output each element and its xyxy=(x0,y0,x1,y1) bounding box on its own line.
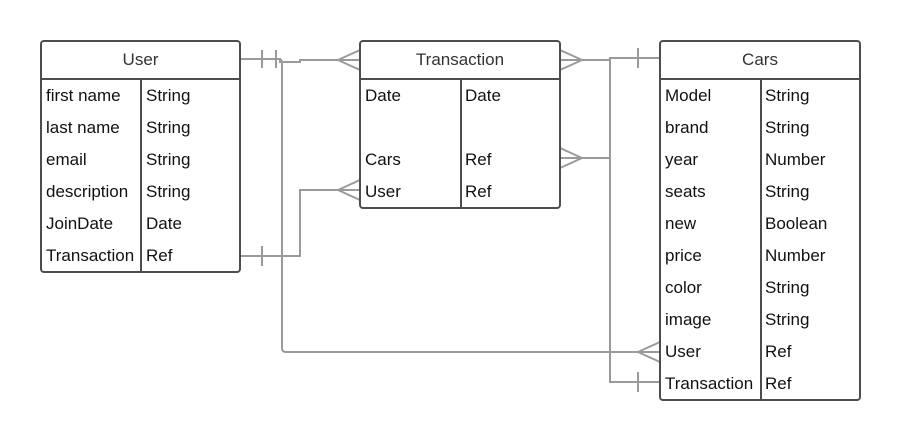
field-type: String xyxy=(765,118,810,137)
entity-transaction[interactable]: Transaction Date Date Cars Ref User Ref xyxy=(359,40,561,209)
field-name: Model xyxy=(665,86,712,105)
connector-transaction-cars-ref xyxy=(559,147,610,169)
entity-fields: Date Date Cars Ref User Ref xyxy=(361,80,559,207)
entity-fields: Model String brand String year Number se… xyxy=(661,80,859,399)
field-name: Transaction xyxy=(665,374,754,393)
field-name: year xyxy=(665,150,699,169)
connector-cars-transaction-ref xyxy=(609,58,660,392)
field-row[interactable]: Model String xyxy=(661,80,859,112)
field-row[interactable]: price Number xyxy=(661,240,859,272)
entity-fields: first name String last name String email… xyxy=(42,80,239,271)
field-type: String xyxy=(146,182,191,201)
field-name: price xyxy=(665,246,702,265)
field-name: User xyxy=(665,342,701,361)
field-row[interactable]: brand String xyxy=(661,112,859,144)
entity-title: Cars xyxy=(661,42,859,80)
field-row[interactable]: color String xyxy=(661,272,859,304)
field-type: String xyxy=(765,278,810,297)
field-row[interactable]: Transaction Ref xyxy=(42,240,239,271)
field-row[interactable]: email String xyxy=(42,144,239,176)
entity-title: Transaction xyxy=(361,42,559,80)
field-type: Ref xyxy=(465,182,492,201)
field-row[interactable]: year Number xyxy=(661,144,859,176)
field-type: String xyxy=(765,310,810,329)
field-name: email xyxy=(46,150,87,169)
field-name: Transaction xyxy=(46,246,135,265)
field-row[interactable]: User Ref xyxy=(361,176,559,207)
field-name: description xyxy=(46,182,129,201)
field-type: Date xyxy=(146,214,182,233)
field-name: first name xyxy=(46,86,121,105)
connector-user-transaction-ref xyxy=(240,179,361,266)
field-row[interactable] xyxy=(361,112,559,144)
entity-title: User xyxy=(42,42,239,80)
connector-user-to-cars-user xyxy=(240,58,661,363)
field-type: Ref xyxy=(465,150,492,169)
field-row[interactable]: Date Date xyxy=(361,80,559,112)
field-name: JoinDate xyxy=(46,214,114,233)
field-name: Date xyxy=(365,86,401,105)
field-type: Ref xyxy=(765,374,792,393)
field-name: image xyxy=(665,310,712,329)
field-name: new xyxy=(665,214,697,233)
field-type: Boolean xyxy=(765,214,828,233)
field-row[interactable]: Transaction Ref xyxy=(661,368,859,399)
field-name: color xyxy=(665,278,702,297)
field-type: String xyxy=(765,86,810,105)
field-type: String xyxy=(146,150,191,169)
field-type: Date xyxy=(465,86,501,105)
field-type: Ref xyxy=(765,342,792,361)
field-type: String xyxy=(146,118,191,137)
field-row[interactable]: description String xyxy=(42,176,239,208)
field-row[interactable]: seats String xyxy=(661,176,859,208)
entity-user[interactable]: User first name String last name String … xyxy=(40,40,241,273)
field-row[interactable]: new Boolean xyxy=(661,208,859,240)
entity-cars[interactable]: Cars Model String brand String year Numb… xyxy=(659,40,861,401)
field-row[interactable]: last name String xyxy=(42,112,239,144)
field-type: String xyxy=(146,86,191,105)
field-name: Cars xyxy=(365,150,401,169)
field-row[interactable]: image String xyxy=(661,304,859,336)
field-name: seats xyxy=(665,182,706,201)
field-type: Number xyxy=(765,150,826,169)
field-type: Ref xyxy=(146,246,173,265)
field-name: last name xyxy=(46,118,120,137)
field-type: Number xyxy=(765,246,826,265)
column-divider xyxy=(460,80,462,207)
field-name: User xyxy=(365,182,401,201)
field-name: brand xyxy=(665,118,709,137)
field-row[interactable]: Cars Ref xyxy=(361,144,559,176)
column-divider xyxy=(760,80,762,399)
column-divider xyxy=(140,80,142,271)
field-type: String xyxy=(765,182,810,201)
field-row[interactable]: first name String xyxy=(42,80,239,112)
field-row[interactable]: JoinDate Date xyxy=(42,208,239,240)
field-row[interactable]: User Ref xyxy=(661,336,859,368)
